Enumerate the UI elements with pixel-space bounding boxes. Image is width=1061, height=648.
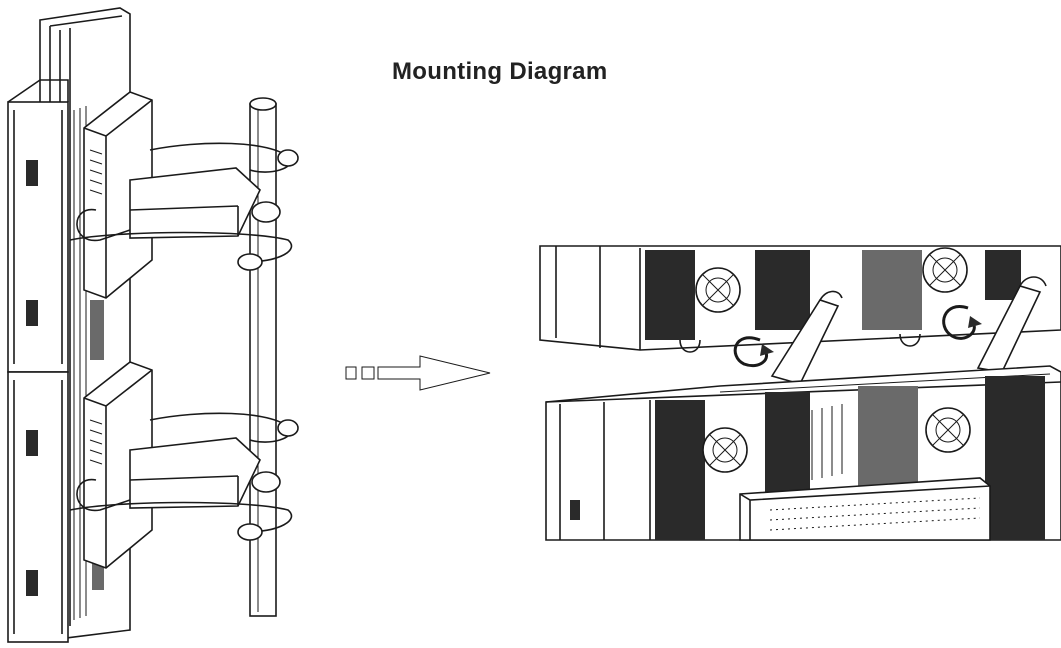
power-box-upper bbox=[83, 91, 153, 299]
pole-mount-assembly-view bbox=[7, 7, 299, 643]
lock-lever-right bbox=[976, 276, 1047, 373]
bracket-upper bbox=[69, 142, 299, 271]
upper-cabinet bbox=[539, 245, 1061, 353]
rotate-arrow-icon-left bbox=[733, 336, 774, 367]
rotate-arrow-icon-right bbox=[942, 305, 982, 340]
diagram-title: Mounting Diagram bbox=[392, 58, 608, 85]
lower-cabinet bbox=[545, 365, 1061, 541]
perforated-power-box bbox=[739, 477, 991, 541]
lock-lever-left bbox=[770, 290, 843, 385]
bracket-lower bbox=[69, 412, 299, 541]
power-box-lower bbox=[83, 361, 153, 569]
